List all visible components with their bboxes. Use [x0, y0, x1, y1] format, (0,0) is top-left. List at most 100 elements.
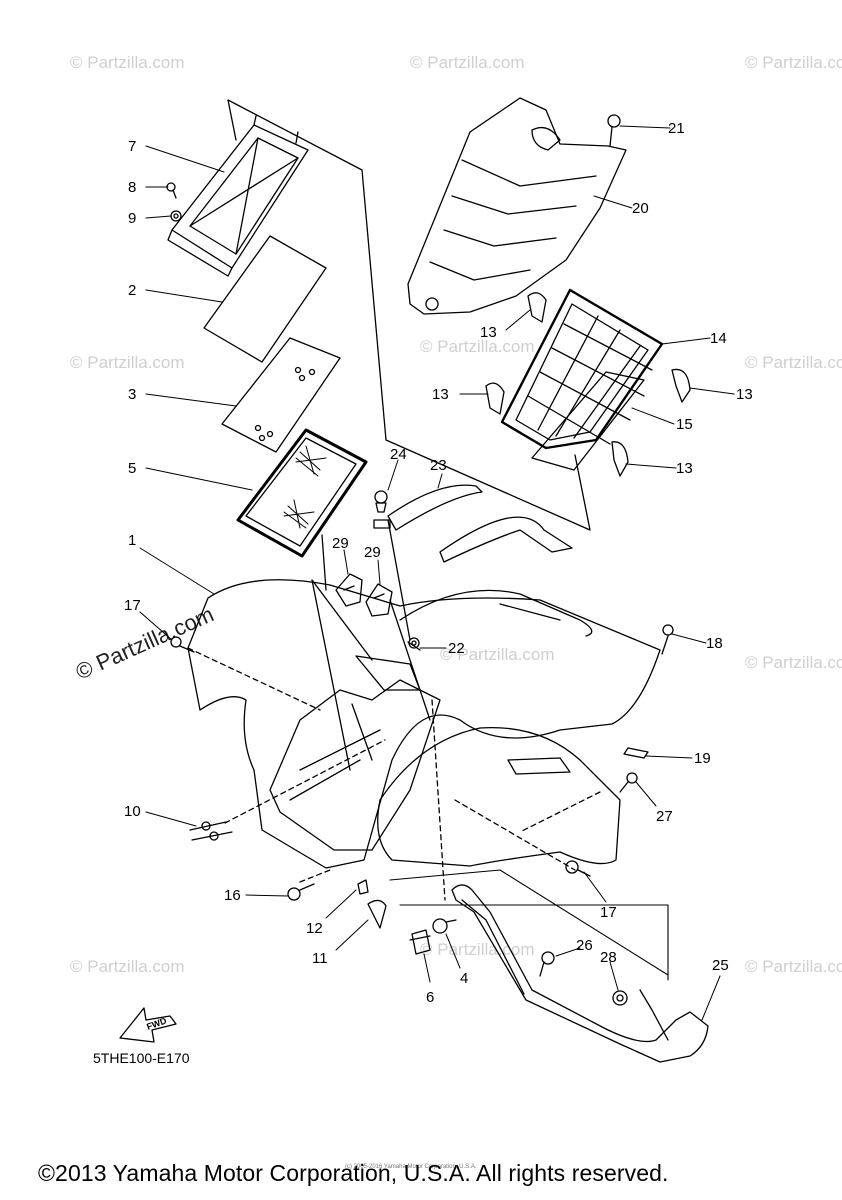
guide-line	[321, 534, 327, 591]
part-bolt-17	[170, 636, 195, 653]
part-bolt-26	[539, 951, 555, 977]
part-front-panel-20	[407, 97, 627, 315]
guide-line	[387, 519, 411, 641]
callout-26: 26	[576, 937, 593, 954]
callout-labels: 7 8 9 2 3 5 1 17 10 16 12 11 6 4 21 20 1…	[124, 120, 753, 1006]
callout-13: 13	[480, 324, 497, 341]
watermark: © Partzilla.com	[745, 957, 842, 976]
part-front-fender-1	[187, 579, 661, 869]
callout-22: 22	[448, 640, 465, 657]
watermark: © Partzilla.com	[70, 957, 185, 976]
part-screw-21	[607, 114, 621, 147]
callout-3: 3	[128, 386, 136, 403]
part-bolt-10	[189, 821, 233, 841]
part-screw-27	[619, 772, 638, 793]
callout-20: 20	[632, 200, 649, 217]
guide-line	[227, 99, 237, 141]
part-filter-element-5	[236, 428, 368, 558]
callout-10: 10	[124, 803, 141, 820]
callout-13: 13	[676, 460, 693, 477]
part-clip-13	[485, 382, 505, 415]
guide-line	[519, 791, 601, 833]
callout-18: 18	[706, 635, 723, 652]
callout-16: 16	[224, 887, 241, 904]
callout-28: 28	[600, 949, 617, 966]
diagram-code-label: 5THE100-E170	[93, 1050, 190, 1066]
callout-21: 21	[668, 120, 685, 137]
guide-line	[454, 799, 576, 871]
part-fastener-24	[373, 490, 391, 529]
part-collar-4	[432, 918, 457, 934]
part-screw-8	[166, 182, 177, 199]
part-bracket-23	[387, 484, 573, 563]
part-pad-2	[203, 235, 327, 363]
callout-13: 13	[736, 386, 753, 403]
copyright-notice: ©2013 Yamaha Motor Corporation, U.S.A. A…	[38, 1160, 669, 1186]
guide-line	[399, 904, 669, 981]
watermark: © Partzilla.com	[420, 940, 535, 959]
watermark: © Partzilla.com	[420, 337, 535, 356]
callout-29: 29	[332, 535, 349, 552]
watermark: © Partzilla.com	[410, 53, 525, 72]
part-clip-13	[671, 368, 691, 403]
part-plate-3	[221, 337, 341, 453]
watermark: © Partzilla.com	[745, 353, 842, 372]
callout-24: 24	[390, 446, 407, 463]
callout-8: 8	[128, 179, 136, 196]
part-screen-15	[531, 371, 645, 471]
part-damper-29	[335, 573, 363, 607]
guide-line	[227, 99, 591, 531]
callout-25: 25	[712, 957, 729, 974]
part-bumper-25	[451, 884, 709, 1063]
guide-line	[299, 869, 331, 883]
callout-14: 14	[710, 330, 727, 347]
part-clip-12	[357, 879, 369, 895]
part-grille-14	[500, 288, 664, 450]
callout-7: 7	[128, 138, 136, 155]
guide-line	[187, 647, 321, 711]
part-clip-19	[623, 747, 649, 759]
fwd-arrow-icon	[119, 1007, 177, 1043]
callout-9: 9	[128, 210, 136, 227]
leader-lines	[139, 125, 735, 1021]
guide-line	[431, 699, 446, 901]
watermark: © Partzilla.com	[745, 53, 842, 72]
callout-1: 1	[128, 532, 136, 549]
part-clip-13	[527, 292, 547, 323]
callout-19: 19	[694, 750, 711, 767]
callout-12: 12	[306, 920, 323, 937]
watermark: © Partzilla.com	[70, 53, 185, 72]
part-bolt-17	[565, 860, 591, 877]
callout-27: 27	[656, 808, 673, 825]
part-nut-11	[367, 899, 387, 929]
part-bolt-18	[661, 624, 674, 655]
watermark-layer: © Partzilla.com © Partzilla.com © Partzi…	[70, 53, 842, 976]
callout-23: 23	[430, 457, 447, 474]
small-copyright: (c) 2005-2016 Yamaha Motor Corporation, …	[345, 1164, 477, 1170]
callout-15: 15	[676, 416, 693, 433]
part-bolt-16	[287, 883, 315, 901]
callout-6: 6	[426, 989, 434, 1006]
part-air-box-frame	[167, 115, 309, 277]
callout-4: 4	[460, 970, 468, 987]
callout-17: 17	[124, 597, 141, 614]
callout-13: 13	[432, 386, 449, 403]
part-clip-13	[611, 441, 629, 477]
watermark-main: © Partzilla.com	[72, 601, 218, 684]
callout-5: 5	[128, 460, 136, 477]
part-grommet-22	[408, 637, 420, 649]
watermark: © Partzilla.com	[440, 645, 555, 664]
guide-line	[574, 454, 591, 531]
part-washer-9	[170, 210, 182, 222]
guide-line	[389, 869, 669, 976]
callout-29: 29	[364, 544, 381, 561]
part-grommet-6	[409, 929, 431, 955]
guide-line	[311, 579, 431, 771]
guide-line	[224, 739, 386, 824]
callout-11: 11	[312, 950, 328, 967]
callout-17: 17	[600, 904, 617, 921]
watermark: © Partzilla.com	[745, 653, 842, 672]
part-nut-28	[612, 990, 628, 1006]
watermark: © Partzilla.com	[70, 353, 185, 372]
